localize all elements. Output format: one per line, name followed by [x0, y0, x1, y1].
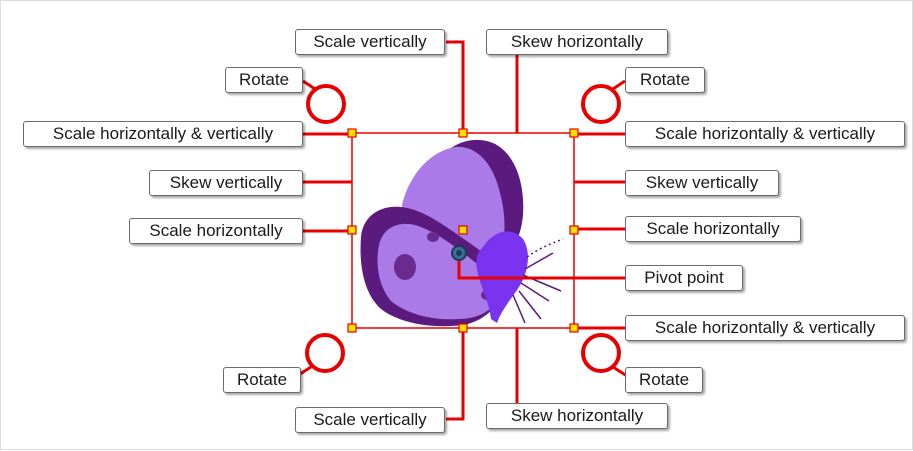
label-skew-vertically-left: Skew vertically: [149, 170, 303, 196]
label-scale-vertically-top: Scale vertically: [295, 29, 445, 55]
handle-bottom-middle: [458, 323, 468, 333]
rotate-circle-top-left: [306, 84, 346, 124]
butterfly-wing-spot: [394, 254, 416, 280]
label-scale-horizontally-right: Scale horizontally: [625, 216, 801, 242]
handle-top-right: [569, 128, 579, 138]
butterfly-wing-spot: [427, 232, 439, 242]
rotate-circle-top-right: [581, 84, 621, 124]
butterfly-legs: [512, 238, 564, 324]
scale-vertically-top-leader: [446, 40, 465, 133]
rotate-top-right-leader: [612, 79, 626, 91]
handle-middle-right: [569, 225, 579, 235]
label-scale-hv-top-left: Scale horizontally & vertically: [23, 121, 303, 147]
handle-center: [458, 225, 468, 235]
rotate-circle-bottom-right: [581, 333, 621, 373]
pivot-point-marker: [451, 245, 467, 261]
scale-vertically-bottom-leader: [446, 328, 465, 421]
rotate-circle-bottom-left: [305, 333, 345, 373]
handle-middle-left: [347, 225, 357, 235]
label-scale-hv-bottom-right: Scale horizontally & vertically: [625, 315, 905, 341]
butterfly-lower-wing-light: [377, 223, 499, 320]
pivot-point-leader: [457, 253, 625, 280]
rotate-top-left-leader: [302, 79, 316, 91]
label-skew-vertically-right: Skew vertically: [625, 170, 779, 196]
butterfly-illustration: [360, 139, 564, 327]
handle-bottom-left: [347, 323, 357, 333]
label-pivot-point: Pivot point: [625, 265, 743, 291]
rotate-bottom-right-leader: [612, 365, 628, 378]
label-rotate-bottom-right: Rotate: [625, 367, 703, 393]
handle-top-left: [347, 128, 357, 138]
label-scale-hv-top-right: Scale horizontally & vertically: [625, 121, 905, 147]
label-scale-horizontally-left: Scale horizontally: [129, 218, 303, 244]
handle-top-middle: [458, 128, 468, 138]
label-rotate-top-left: Rotate: [225, 67, 303, 93]
label-skew-horizontally-top: Skew horizontally: [486, 29, 668, 55]
label-scale-vertically-bottom: Scale vertically: [295, 407, 445, 433]
label-rotate-bottom-left: Rotate: [223, 367, 301, 393]
handle-bottom-right: [569, 323, 579, 333]
label-rotate-top-right: Rotate: [625, 67, 705, 93]
label-skew-horizontally-bottom: Skew horizontally: [486, 403, 668, 429]
